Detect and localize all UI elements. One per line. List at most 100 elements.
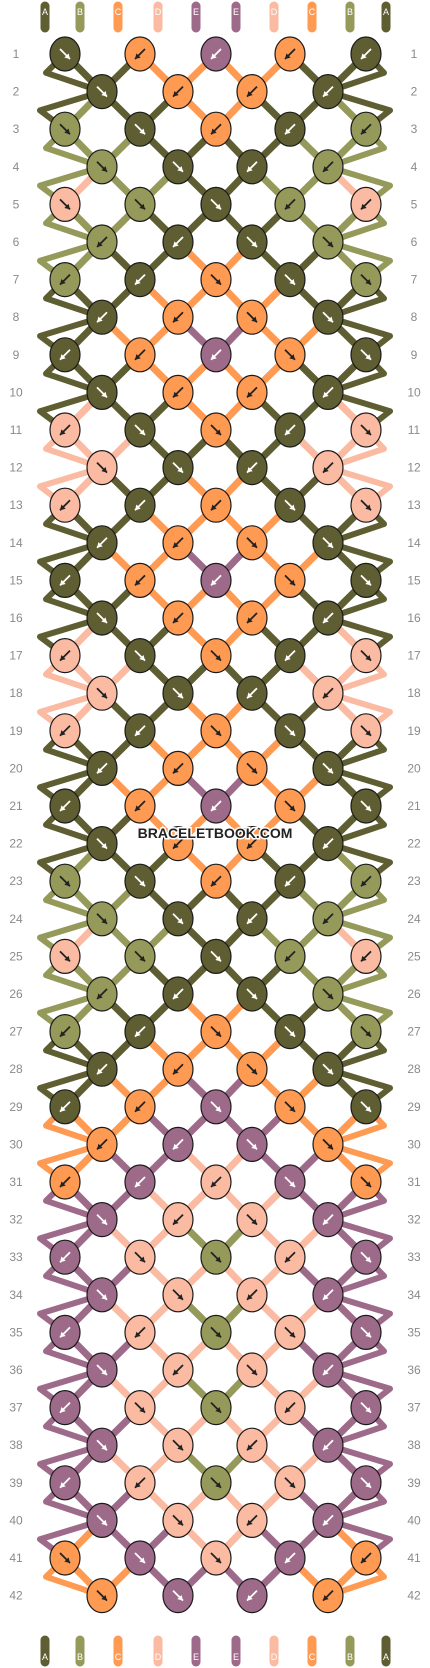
row-number-left: 29 bbox=[9, 1100, 23, 1114]
top-strand-label: E bbox=[233, 7, 239, 17]
knot bbox=[312, 450, 344, 486]
row-number-right: 24 bbox=[407, 912, 421, 926]
knot bbox=[200, 1465, 232, 1501]
knot bbox=[86, 224, 118, 260]
knot bbox=[124, 1314, 156, 1351]
knot bbox=[49, 36, 81, 72]
knot bbox=[312, 149, 344, 185]
row-number-left: 10 bbox=[9, 385, 23, 399]
knot bbox=[312, 73, 344, 110]
bottom-strand-label: C bbox=[309, 1652, 316, 1662]
knot bbox=[162, 450, 194, 486]
row-number-right: 1 bbox=[411, 47, 418, 61]
knot bbox=[274, 487, 306, 523]
knot bbox=[49, 1465, 81, 1501]
knot bbox=[162, 600, 194, 636]
knot bbox=[49, 788, 81, 824]
knot bbox=[162, 1502, 194, 1539]
top-strand-label: C bbox=[115, 7, 122, 17]
knot bbox=[312, 374, 344, 410]
top-strand-label: D bbox=[155, 7, 162, 17]
knot bbox=[350, 111, 382, 147]
knot bbox=[86, 1277, 118, 1313]
knot bbox=[350, 788, 382, 824]
knot bbox=[200, 713, 232, 749]
row-number-right: 30 bbox=[407, 1137, 421, 1151]
row-number-right: 19 bbox=[407, 724, 421, 738]
row-number-right: 21 bbox=[407, 799, 421, 813]
knot bbox=[236, 73, 268, 110]
knot bbox=[350, 262, 382, 298]
knot bbox=[49, 487, 81, 523]
knot bbox=[312, 1502, 344, 1539]
knot bbox=[200, 412, 232, 448]
knot bbox=[86, 525, 118, 561]
knot bbox=[236, 374, 268, 410]
knot bbox=[162, 1201, 194, 1238]
knot bbox=[274, 788, 306, 824]
knot bbox=[162, 1277, 194, 1313]
top-strand-label: B bbox=[347, 7, 353, 17]
row-number-left: 22 bbox=[9, 837, 23, 851]
knot bbox=[312, 1352, 344, 1388]
row-number-left: 9 bbox=[13, 348, 20, 362]
row-number-left: 12 bbox=[9, 461, 23, 475]
row-number-left: 39 bbox=[9, 1476, 23, 1490]
knot bbox=[236, 976, 268, 1012]
bottom-strand-label: A bbox=[42, 1652, 48, 1662]
bottom-strand-label: D bbox=[271, 1652, 278, 1662]
knot bbox=[49, 337, 81, 373]
bottom-strand-label: B bbox=[77, 1652, 83, 1662]
row-number-left: 15 bbox=[9, 573, 23, 587]
knot bbox=[274, 938, 306, 975]
row-number-right: 32 bbox=[407, 1213, 421, 1227]
knot bbox=[49, 1239, 81, 1275]
knot bbox=[236, 1577, 268, 1614]
knot bbox=[86, 149, 118, 185]
row-number-left: 17 bbox=[9, 649, 23, 663]
knot bbox=[124, 1540, 156, 1576]
knot bbox=[124, 1465, 156, 1501]
knot bbox=[49, 1089, 81, 1125]
row-number-right: 31 bbox=[407, 1175, 421, 1189]
knot bbox=[236, 299, 268, 335]
bottom-strand-label: B bbox=[347, 1652, 353, 1662]
knot bbox=[236, 224, 268, 260]
knot bbox=[86, 976, 118, 1012]
knot bbox=[274, 562, 306, 599]
knot bbox=[86, 825, 118, 862]
row-number-left: 16 bbox=[9, 611, 23, 625]
knot bbox=[274, 1164, 306, 1200]
knot bbox=[236, 750, 268, 787]
knot bbox=[86, 675, 118, 711]
knot bbox=[312, 1427, 344, 1463]
row-number-right: 11 bbox=[408, 423, 421, 437]
bottom-strand-label: E bbox=[233, 1652, 239, 1662]
knot bbox=[162, 901, 194, 937]
knot bbox=[350, 36, 382, 72]
knot bbox=[274, 36, 306, 72]
knot bbox=[86, 299, 118, 335]
knot bbox=[49, 562, 81, 599]
knot bbox=[350, 186, 382, 222]
knot bbox=[312, 1051, 344, 1087]
row-number-right: 7 bbox=[411, 273, 418, 287]
row-number-right: 8 bbox=[411, 310, 418, 324]
knot bbox=[350, 1389, 382, 1426]
knot bbox=[86, 1352, 118, 1388]
knot bbox=[200, 487, 232, 523]
knot bbox=[200, 637, 232, 674]
knot bbox=[49, 1540, 81, 1576]
knot bbox=[350, 1239, 382, 1275]
row-number-left: 24 bbox=[9, 912, 23, 926]
row-number-left: 36 bbox=[9, 1363, 23, 1377]
knot bbox=[312, 976, 344, 1012]
knot bbox=[274, 1013, 306, 1050]
knot bbox=[124, 788, 156, 824]
knot bbox=[162, 1126, 194, 1163]
bottom-strand-label: C bbox=[115, 1652, 122, 1662]
row-number-right: 39 bbox=[407, 1476, 421, 1490]
row-number-left: 21 bbox=[9, 799, 23, 813]
